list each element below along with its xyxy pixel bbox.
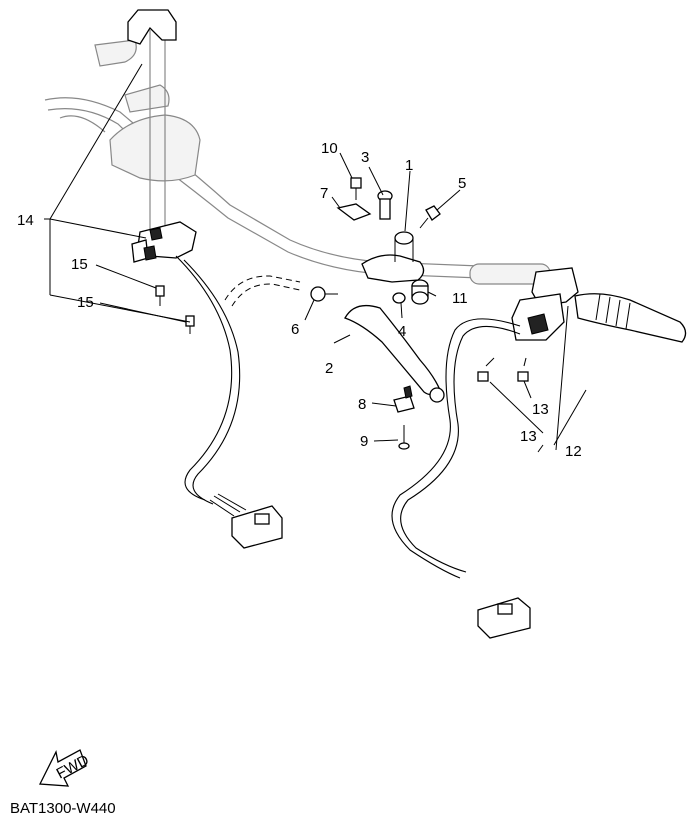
screw-15-lower — [185, 315, 195, 334]
callout-15-lower: 15 — [77, 294, 94, 311]
callout-9: 9 — [360, 433, 368, 450]
bolt-5 — [419, 205, 441, 229]
pivot-bolt-3 — [377, 190, 393, 220]
callout-2: 2 — [325, 360, 333, 377]
callout-3: 3 — [361, 149, 369, 166]
screw-13-right — [517, 357, 529, 382]
callout-6: 6 — [291, 321, 299, 338]
left-handlebar-switch — [131, 221, 197, 263]
clutch-lever — [344, 304, 445, 403]
leader-lines — [44, 63, 587, 453]
callout-10: 10 — [321, 140, 338, 157]
callout-11: 11 — [452, 290, 468, 307]
callout-14: 14 — [17, 212, 34, 229]
clamp-7 — [336, 203, 372, 221]
callout-1: 1 — [405, 157, 413, 174]
throttle-cable — [224, 275, 301, 307]
callout-4: 4 — [398, 323, 406, 340]
bolt-10 — [350, 177, 362, 200]
callout-8: 8 — [358, 396, 366, 413]
right-switch-cable — [391, 318, 531, 639]
callout-13-left: 13 — [520, 428, 537, 445]
callout-15-upper: 15 — [71, 256, 88, 273]
callout-13-right: 13 — [532, 401, 549, 418]
forward-arrow-icon: FWD — [38, 749, 92, 787]
screw-13-left — [477, 357, 495, 382]
lever-bracket — [361, 231, 425, 283]
left-clamp-assembly — [94, 9, 201, 250]
left-switch-cable — [175, 255, 283, 549]
adjuster-6 — [310, 286, 338, 302]
callout-7: 7 — [320, 185, 328, 202]
callout-12: 12 — [565, 443, 582, 460]
right-handlebar-switch — [511, 267, 579, 341]
screw-9 — [398, 425, 410, 450]
switch-8 — [393, 385, 415, 413]
figure-code: BAT1300-W440 — [10, 800, 116, 817]
callout-5: 5 — [458, 175, 466, 192]
collar-11 — [411, 279, 429, 305]
screw-15-upper — [155, 285, 165, 306]
nut-4 — [392, 292, 406, 304]
